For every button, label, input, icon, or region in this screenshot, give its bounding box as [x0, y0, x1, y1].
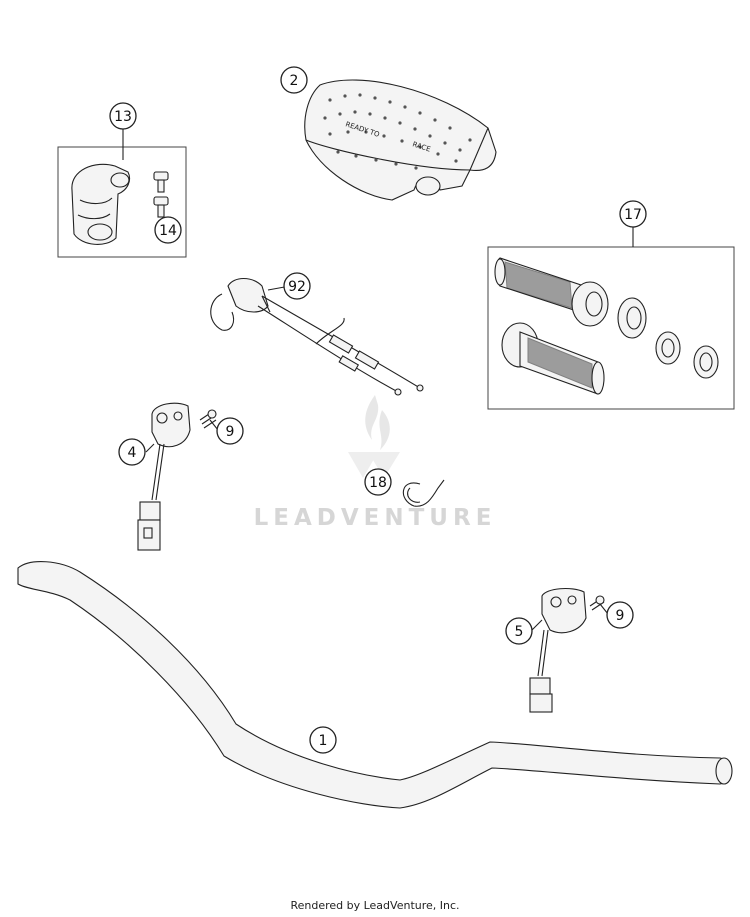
callout-9-right: 9 [606, 601, 634, 629]
clamp-kit-group [57, 128, 187, 258]
handlebar [17, 561, 733, 809]
throttle-cable [210, 277, 424, 396]
callout-5: 5 [505, 617, 533, 645]
callout-4-label: 4 [128, 445, 137, 461]
clamp-kit-box [57, 146, 187, 258]
right-switch [529, 587, 587, 713]
callout-4: 4 [118, 438, 146, 466]
callout-9-right-label: 9 [616, 608, 625, 624]
callout-2-label: 2 [290, 73, 299, 89]
pad-texture [323, 93, 472, 170]
callout-1-label: 1 [319, 733, 328, 749]
clamp-screw-lower [153, 196, 169, 218]
callout-18-label: 18 [369, 475, 387, 491]
grip-right [501, 322, 605, 395]
callout-92: 92 [283, 272, 311, 300]
grip-set-box [487, 246, 735, 410]
clamp-screw-upper [153, 171, 169, 193]
clamp-body [71, 163, 131, 245]
callout-18: 18 [364, 468, 392, 496]
callout-leaders [122, 147, 609, 631]
cam-insert-lower [693, 345, 719, 379]
callout-92-label: 92 [288, 279, 306, 295]
callout-17-label: 17 [624, 207, 642, 223]
callout-17: 17 [619, 200, 647, 228]
callout-13: 13 [109, 102, 137, 130]
watermark-flame-logo [348, 395, 400, 478]
callout-9-left-label: 9 [226, 424, 235, 440]
watermark-brand-text: LEADVENTURE [253, 505, 497, 531]
cable-tie [402, 479, 445, 507]
right-switch-screw [589, 595, 605, 611]
callout-2: 2 [280, 66, 308, 94]
cam-insert-upper [655, 331, 681, 365]
callout-13-label: 13 [114, 109, 132, 125]
callout-5-label: 5 [515, 624, 524, 640]
grip-set-group [487, 227, 735, 410]
grip-left [494, 257, 609, 327]
callout-1: 1 [309, 726, 337, 754]
left-switch [137, 402, 191, 551]
callout-14-label: 14 [159, 223, 177, 239]
footer-credit: Rendered by LeadVenture, Inc. [290, 899, 460, 912]
callout-14: 14 [154, 216, 182, 244]
throttle-cam-ring [617, 297, 647, 339]
handlebar-pad: READY TO RACE [304, 79, 497, 201]
callout-9-left: 9 [216, 417, 244, 445]
left-switch-screw [199, 409, 217, 429]
